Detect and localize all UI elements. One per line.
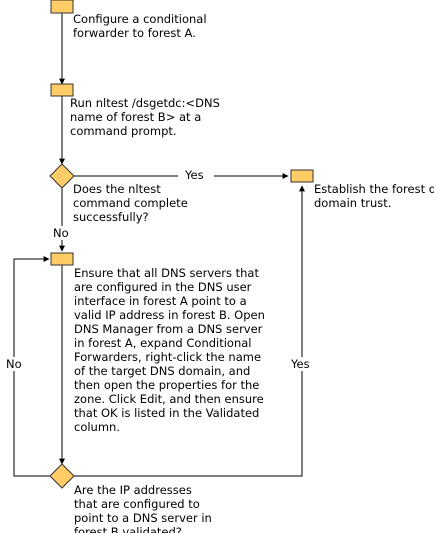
step1-text: Configure a conditional forwarder to for… — [73, 12, 207, 40]
edge-label-decision1-no: No — [53, 226, 69, 240]
step3-text: Establish the forest or domain trust. — [314, 182, 434, 210]
step3-box — [290, 169, 314, 183]
step1-box — [50, 0, 74, 14]
connector-decision2-yes — [74, 185, 305, 477]
step4-box — [50, 252, 74, 266]
step2-box — [50, 83, 74, 97]
edge-label-decision2-no: No — [6, 357, 22, 371]
decision2-text: Are the IP addresses that are configured… — [74, 483, 212, 533]
decision1-diamond — [49, 163, 75, 189]
edge-label-decision1-yes: Yes — [185, 168, 204, 182]
step2-text: Run nltest /dsgetdc:<DNS name of forest … — [70, 96, 220, 138]
decision2-diamond — [49, 463, 75, 489]
decision1-text: Does the nltest command complete success… — [73, 182, 188, 224]
edge-label-decision2-yes: Yes — [291, 357, 310, 371]
step4-text: Ensure that all DNS servers that are con… — [74, 266, 265, 434]
